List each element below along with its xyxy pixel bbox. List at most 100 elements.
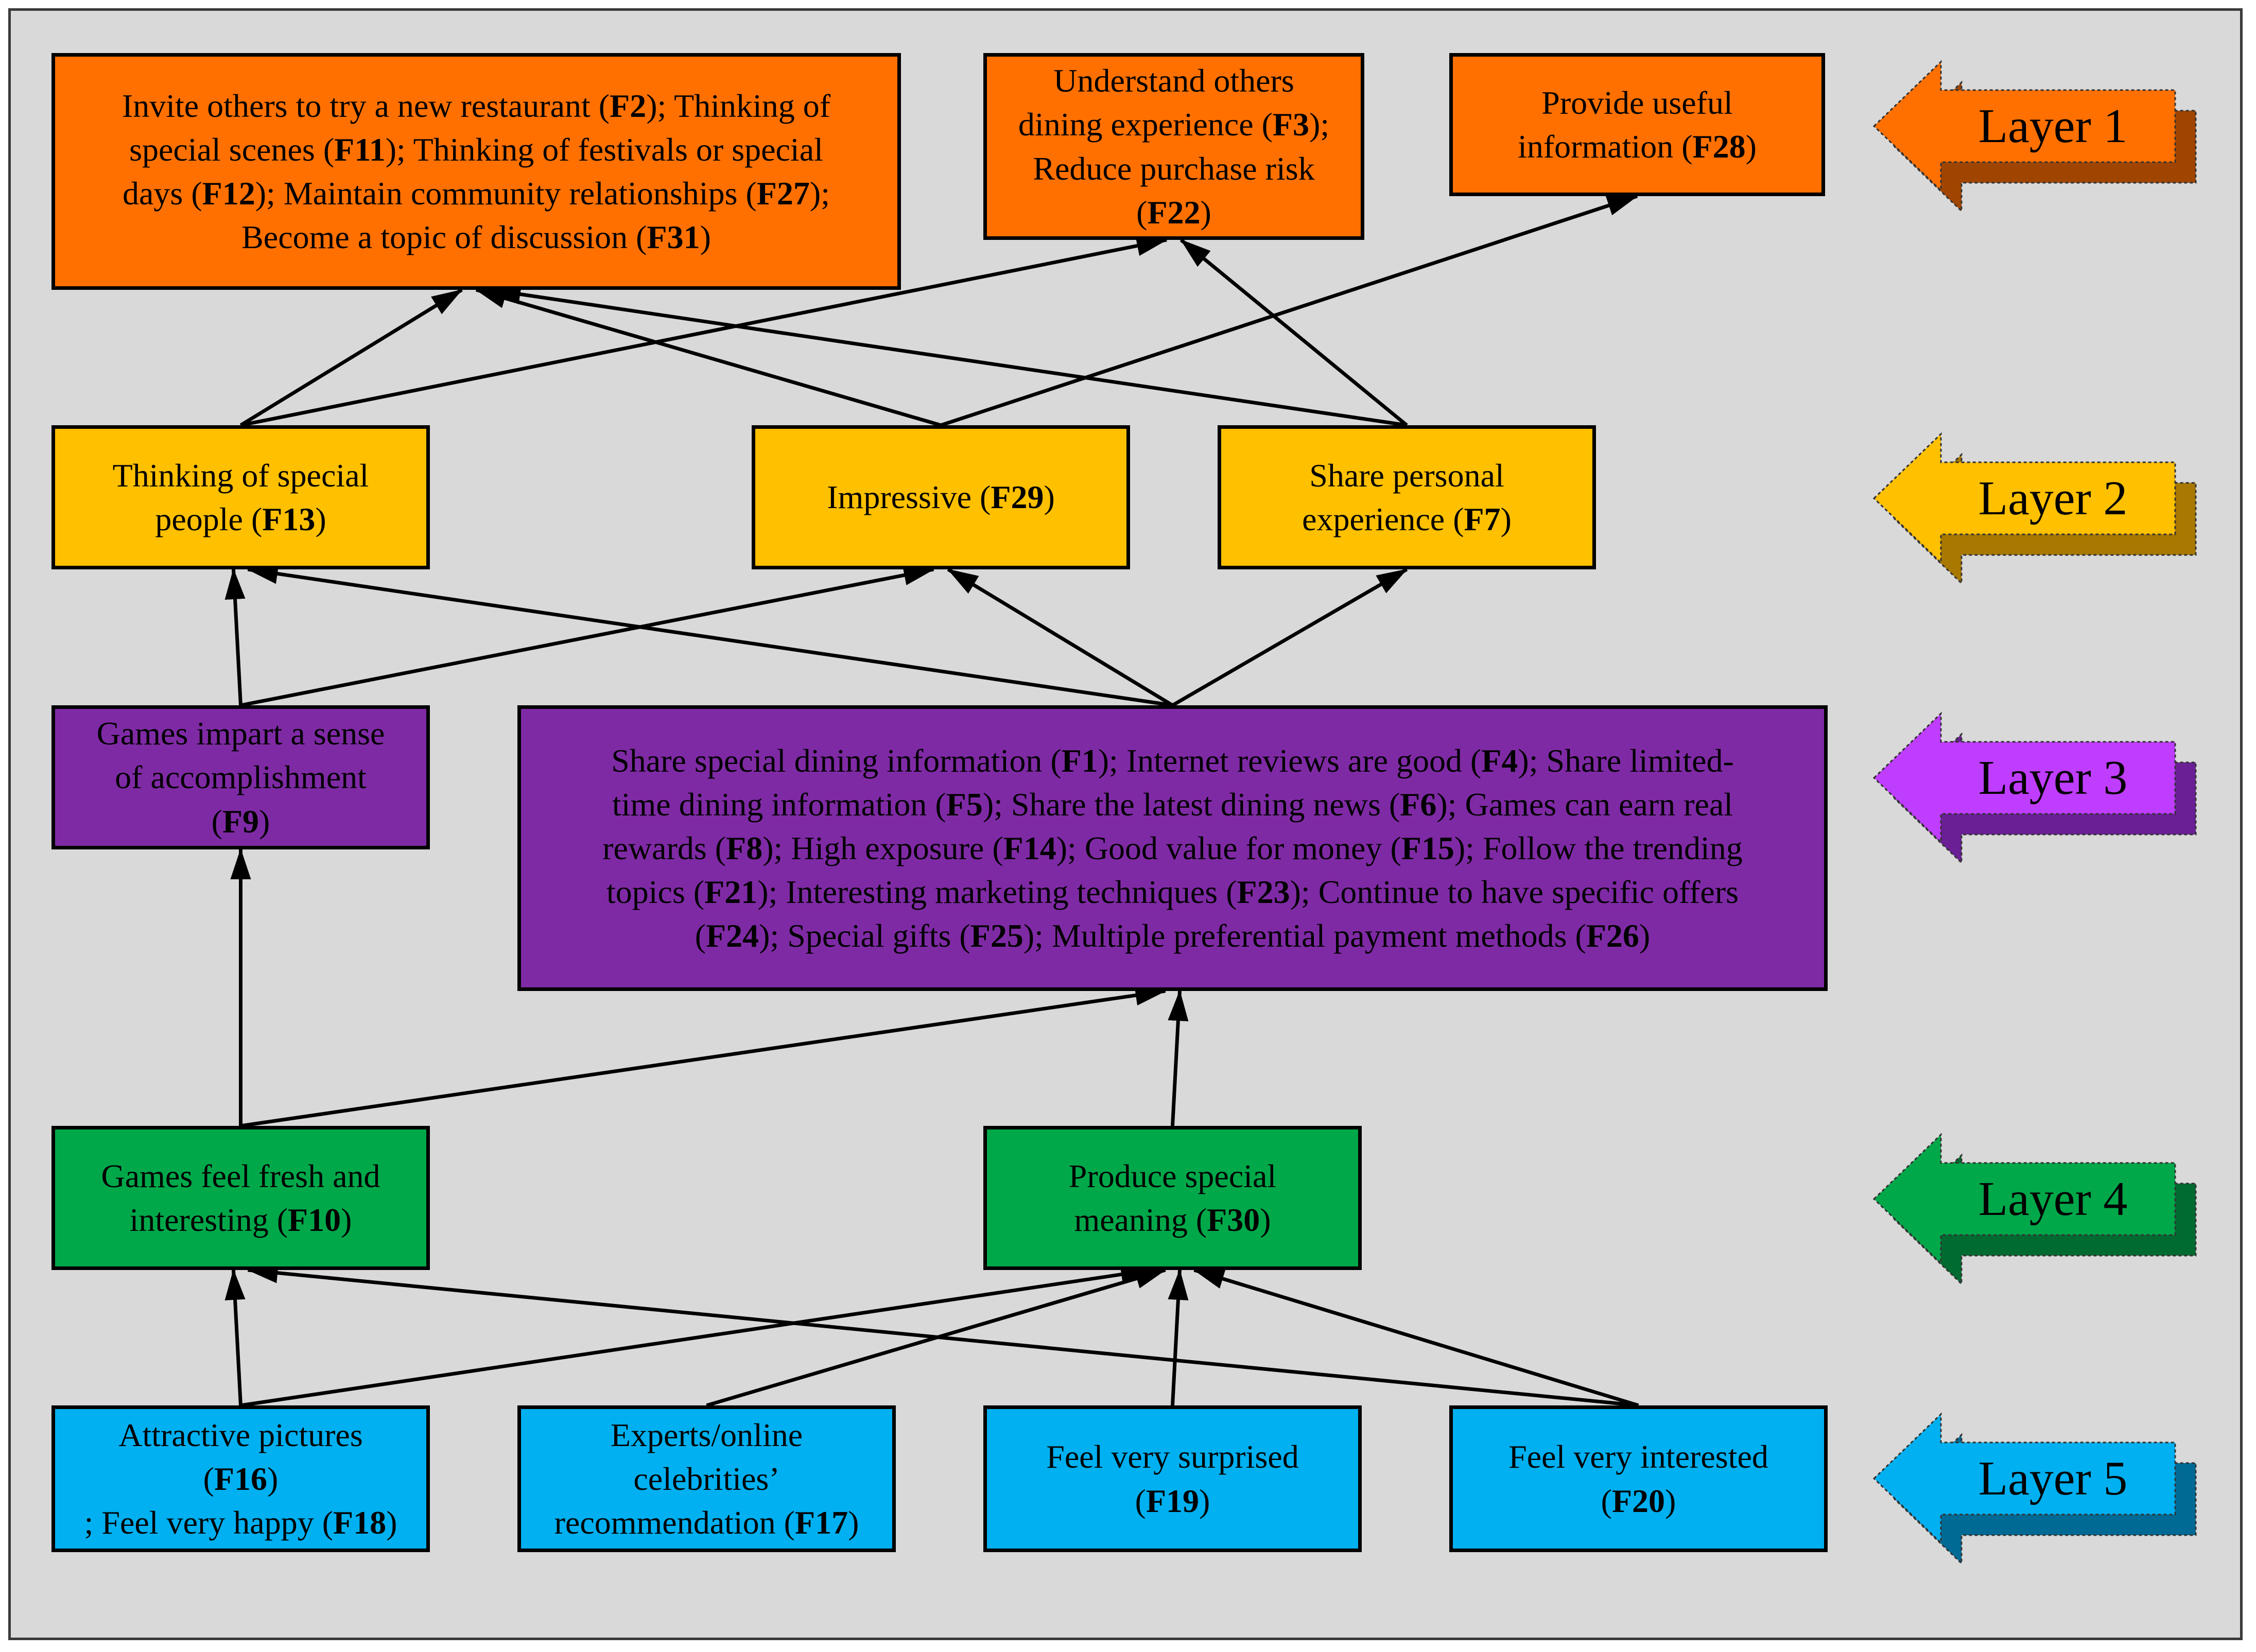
node-text-segment: dining experience ( xyxy=(1018,106,1273,143)
node-text-segment: Share personal xyxy=(1309,457,1504,494)
node-text-line: of accomplishment xyxy=(97,755,385,799)
factor-code: F19 xyxy=(1146,1482,1200,1519)
factor-code: F13 xyxy=(262,501,316,537)
node-text-segment: ) xyxy=(1044,479,1055,516)
layer-label-4: Layer 4 xyxy=(1978,1172,2128,1226)
factor-code: F31 xyxy=(647,219,700,256)
node-text-line: recommendation (F17) xyxy=(554,1501,859,1544)
factor-code: F10 xyxy=(288,1202,341,1238)
factor-code: F24 xyxy=(706,917,759,954)
node-text-line: experience (F7) xyxy=(1302,497,1512,541)
edge-layer3-main-to-f7 xyxy=(1171,567,1408,707)
edge-f29-to-f28 xyxy=(940,194,1638,427)
edge-f29-to-f2-f11-f12-f27-f31 xyxy=(475,288,942,427)
node-text-segment: Invite others to try a new restaurant ( xyxy=(122,87,610,124)
factor-code: F20 xyxy=(1611,1482,1665,1519)
node-text-segment: days ( xyxy=(123,175,202,212)
node-text-segment: ); Share the latest dining news ( xyxy=(982,786,1400,823)
layer-arrow-face xyxy=(1872,1412,2176,1545)
node-text-segment: ) xyxy=(1200,194,1211,231)
node-text-segment: ); Multiple preferential payment methods… xyxy=(1023,917,1586,954)
node-f20: Feel very interested(F20) xyxy=(1449,1405,1828,1552)
edge-layer3-main-to-f29 xyxy=(947,568,1174,707)
edge-f20-to-f30 xyxy=(1193,1268,1639,1407)
node-text-segment: ); Share limited- xyxy=(1518,742,1734,779)
node-text-segment: ) xyxy=(1260,1202,1271,1238)
node-text-segment: Reduce purchase risk xyxy=(1033,150,1315,187)
node-text: Feel very interested(F20) xyxy=(1508,1435,1768,1522)
factor-code: F15 xyxy=(1401,829,1454,866)
node-text-line: Reduce purchase risk xyxy=(1018,147,1329,190)
factor-code: F9 xyxy=(222,803,259,840)
factor-code: F6 xyxy=(1400,786,1437,823)
node-text-line: Feel very surprised xyxy=(1046,1435,1299,1479)
node-text-line: information (F28) xyxy=(1518,125,1757,168)
node-text-segment: ); Follow the trending xyxy=(1454,829,1743,866)
node-layer3-main: Share special dining information (F1); I… xyxy=(517,705,1828,991)
node-f2-f11-f12-f27-f31: Invite others to try a new restaurant ( F… xyxy=(51,53,901,290)
node-text-segment: ) xyxy=(341,1202,352,1238)
node-text-segment: topics ( xyxy=(606,874,705,911)
node-text-segment: ( xyxy=(203,1460,214,1497)
factor-code: F17 xyxy=(794,1504,848,1541)
edge-f30-to-layer3-main xyxy=(1168,990,1189,1126)
node-text-line: (F20) xyxy=(1508,1479,1768,1523)
node-text-segment: ); Maintain community relationships ( xyxy=(255,175,757,212)
node-text-segment: ) xyxy=(315,501,326,537)
node-text-line: Games impart a sense xyxy=(97,711,385,755)
layer-label-3: Layer 3 xyxy=(1978,751,2128,805)
node-text-line: rewards (F8); High exposure (F14); Good … xyxy=(602,826,1743,870)
node-text-line: Experts/online xyxy=(554,1413,859,1457)
edge-f13-to-f2-f11-f12-f27-f31 xyxy=(239,288,463,427)
node-text-line: topics (F21); Interesting marketing tech… xyxy=(602,870,1743,914)
node-text-segment: special scenes ( xyxy=(129,131,335,168)
edge-f10-to-layer3-main xyxy=(240,985,1167,1128)
layer-arrow-face xyxy=(1872,432,2176,565)
node-text-segment: ) xyxy=(700,219,711,256)
node-text-line: dining experience (F3); xyxy=(1018,102,1329,146)
node-text-segment: ) xyxy=(848,1504,859,1541)
layer-label-2: Layer 2 xyxy=(1978,472,2128,525)
node-text-segment: Share special dining information ( xyxy=(611,742,1062,779)
factor-code: F30 xyxy=(1207,1202,1260,1238)
factor-code: F8 xyxy=(726,829,763,866)
factor-code: F18 xyxy=(333,1504,387,1541)
node-text-line: Games feel fresh and xyxy=(101,1154,380,1198)
layer-arrow-2 xyxy=(1872,432,2197,585)
node-text-line: interesting (F10) xyxy=(101,1198,380,1242)
node-text-line: (F19) xyxy=(1046,1479,1299,1523)
node-text-segment: ); Special gifts ( xyxy=(759,917,970,954)
node-text-line: Feel very interested xyxy=(1508,1435,1768,1479)
factor-code: F7 xyxy=(1464,501,1501,537)
node-text-line: Provide useful xyxy=(1518,81,1757,125)
node-text-segment: rewards ( xyxy=(602,829,726,866)
factor-code: F22 xyxy=(1147,194,1201,231)
node-text-line: Thinking of special xyxy=(113,454,369,497)
factor-code: F14 xyxy=(1003,829,1056,866)
factor-code: F26 xyxy=(1586,917,1639,954)
node-text-line: celebrities’ xyxy=(554,1457,859,1501)
node-text-segment: ) xyxy=(267,1460,279,1497)
node-text-segment: ) xyxy=(1665,1482,1676,1519)
node-text-segment: ( xyxy=(1135,1482,1146,1519)
node-text-segment: ) xyxy=(1500,501,1512,537)
node-text-segment: Attractive pictures xyxy=(118,1416,363,1453)
node-text-segment: Produce special xyxy=(1068,1157,1277,1194)
node-text: Attractive pictures(F16); Feel very happ… xyxy=(84,1413,397,1544)
node-f16-f18: Attractive pictures(F16); Feel very happ… xyxy=(51,1405,430,1552)
node-text-segment: ( xyxy=(1136,194,1148,231)
node-text-segment: ) xyxy=(259,803,270,840)
node-text-segment: Become a topic of discussion ( xyxy=(241,219,647,256)
node-text-segment: ); Thinking of xyxy=(646,87,831,124)
edge-f20-to-f10 xyxy=(247,1262,1639,1407)
node-text-segment: time dining information ( xyxy=(612,786,946,823)
